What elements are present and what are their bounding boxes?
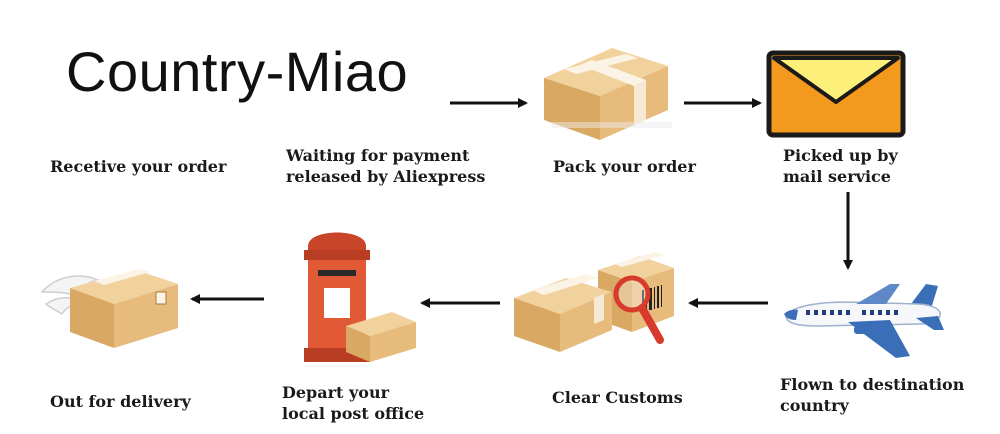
step-depart-label: Depart your local post office bbox=[282, 382, 424, 424]
airplane-icon bbox=[784, 284, 944, 358]
package-box-icon bbox=[544, 48, 672, 140]
step-depart-line2: local post office bbox=[282, 404, 425, 423]
step-picked-line2: mail service bbox=[783, 167, 891, 186]
brand-title: Country-Miao bbox=[66, 40, 409, 103]
step-customs-label: Clear Customs bbox=[552, 388, 683, 407]
step-picked-label: Picked up by mail service bbox=[783, 145, 898, 187]
step-waiting-line1: Waiting for payment bbox=[286, 146, 470, 165]
step-flown-line1: Flown to destination bbox=[780, 375, 965, 394]
delivery-box-icon bbox=[40, 269, 178, 348]
customs-inspection-icon bbox=[514, 252, 674, 352]
step-picked-line1: Picked up by bbox=[783, 146, 898, 165]
post-box-icon bbox=[304, 232, 416, 362]
envelope-icon bbox=[766, 50, 906, 138]
step-flown-label: Flown to destination country bbox=[780, 374, 964, 416]
step-waiting-label: Waiting for payment released by Aliexpre… bbox=[286, 145, 485, 187]
step-waiting-line2: released by Aliexpress bbox=[286, 167, 486, 186]
step-pack-label: Pack your order bbox=[553, 157, 696, 176]
step-receive-label: Recetive your order bbox=[50, 157, 227, 176]
step-delivery-label: Out for delivery bbox=[50, 392, 191, 411]
step-flown-line2: country bbox=[780, 396, 849, 415]
step-depart-line1: Depart your bbox=[282, 383, 390, 402]
